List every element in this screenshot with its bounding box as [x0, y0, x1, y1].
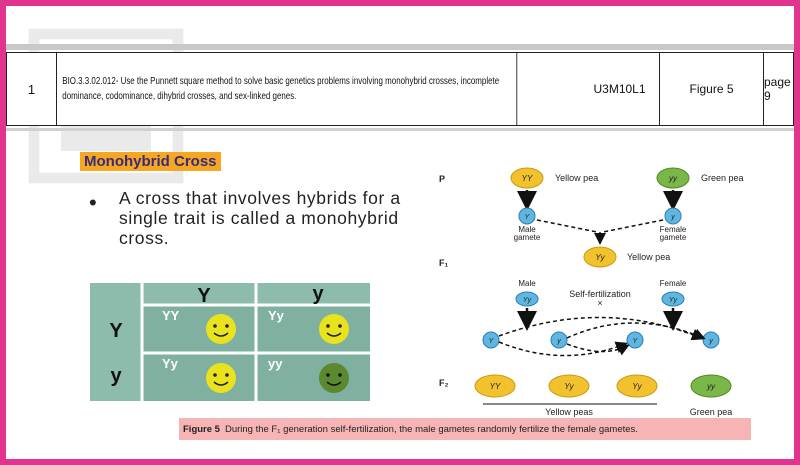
- f1-genotype: Yy: [595, 253, 605, 262]
- definition-text: A cross that involves hybrids for a sing…: [119, 188, 401, 248]
- punnett-square: Y y Y y YY Yy Yy yy: [90, 283, 370, 401]
- pea-character-green: [319, 363, 349, 393]
- parent-yy-lower-genotype: yy: [668, 174, 678, 183]
- f1-male-genotype: Yy: [523, 297, 532, 304]
- pea-character-yellow-1: [206, 314, 236, 344]
- pea-character-yellow-3: [206, 363, 236, 393]
- objective-line-2: dominance, codominance, dihybrid crosses…: [62, 90, 297, 102]
- f2-genotype-3: Yy: [632, 382, 642, 391]
- punnett-cell-1: YY: [162, 308, 180, 323]
- generation-f2-label: F₂: [439, 378, 449, 388]
- punnett-row-2: y: [110, 365, 122, 387]
- punnett-col-1: Y: [197, 285, 211, 307]
- f2-genotype-1: YY: [490, 382, 501, 391]
- parent-yy-genotype: YY: [522, 174, 533, 183]
- lesson-code: U3M10L1: [580, 53, 660, 125]
- bullet-marker: •: [89, 190, 97, 215]
- cross-symbol: ×: [597, 298, 602, 308]
- header-bar: [6, 44, 794, 50]
- female-gamete-label: Female: [660, 225, 687, 234]
- green-pea-label: Green pea: [701, 173, 744, 183]
- male-gamete-label: Male: [518, 225, 536, 234]
- female-gamete-allele: y: [670, 214, 675, 221]
- generation-p-label: P: [439, 174, 445, 184]
- f1-gamete-1: Y: [489, 338, 495, 345]
- male-gamete-word: gamete: [514, 233, 541, 242]
- caption-label: Figure 5: [183, 423, 220, 435]
- f2-genotype-4: yy: [706, 382, 716, 391]
- self-fertilization-label: Self-fertilization: [569, 289, 631, 299]
- f2-genotype-2: Yy: [564, 382, 574, 391]
- figure-ref: Figure 5: [660, 53, 764, 125]
- learning-objective: BIO.3.3.02.012- Use the Punnett square m…: [57, 53, 518, 125]
- row-number: 1: [7, 53, 57, 125]
- punnett-cell-3: Yy: [162, 356, 179, 371]
- f1-female-label: Female: [660, 279, 687, 288]
- yellow-pea-label: Yellow pea: [555, 173, 598, 183]
- female-gamete-word: gamete: [660, 233, 687, 242]
- yellow-peas-label: Yellow peas: [545, 407, 593, 417]
- f1-gamete-4: y: [708, 338, 713, 345]
- punnett-cell-4: yy: [268, 356, 283, 371]
- document-page: 1 BIO.3.3.02.012- Use the Punnett square…: [6, 6, 794, 459]
- male-gamete-allele: Y: [525, 214, 531, 221]
- punnett-row-1: Y: [109, 320, 123, 342]
- objective-table-row: 1 BIO.3.3.02.012- Use the Punnett square…: [6, 52, 794, 126]
- punnett-col-2: y: [312, 283, 324, 305]
- monohybrid-cross-diagram: P F₁ F₂ YY Yellow pea yy Green pea Y y M…: [439, 167, 744, 417]
- f1-gamete-2: y: [556, 338, 561, 345]
- page-ref: page 9: [764, 75, 791, 103]
- caption-text: During the F₁ generation self-fertilizat…: [224, 423, 638, 435]
- f1-female-genotype: Yy: [669, 297, 678, 304]
- punnett-cell-2: Yy: [268, 308, 285, 323]
- slide-title: Monohybrid Cross: [80, 152, 221, 171]
- f1-yellow-pea-label: Yellow pea: [627, 252, 670, 262]
- f1-gamete-3: Y: [633, 338, 639, 345]
- f1-male-label: Male: [518, 279, 536, 288]
- figure-caption: Figure 5 During the F₁ generation self-f…: [179, 418, 751, 440]
- divider: [6, 128, 794, 131]
- objective-line-1: BIO.3.3.02.012- Use the Punnett square m…: [62, 75, 500, 87]
- generation-f1-label: F₁: [439, 258, 448, 268]
- pea-character-yellow-2: [319, 314, 349, 344]
- f2-green-pea-label: Green pea: [690, 407, 733, 417]
